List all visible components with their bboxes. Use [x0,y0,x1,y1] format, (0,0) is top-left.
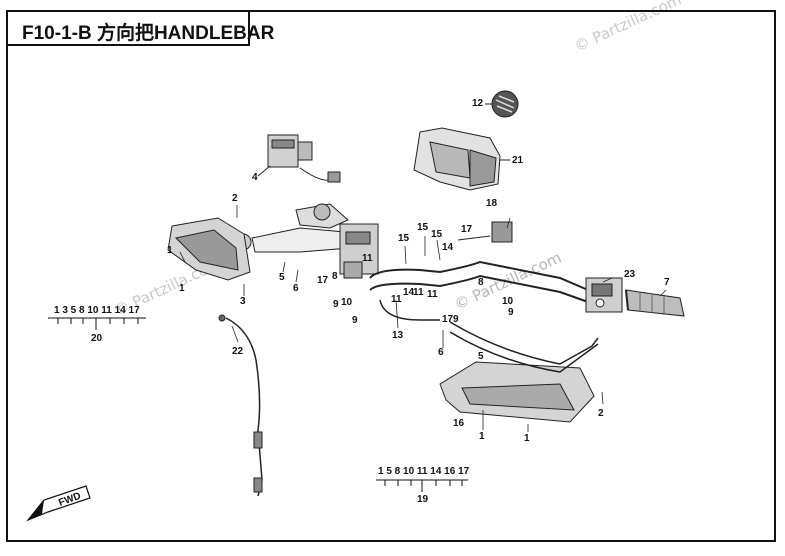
callout-2: 2 [598,408,604,419]
kit-19-number: 19 [417,494,429,505]
callout-9: 9 [508,307,514,318]
callout-8: 8 [332,271,338,282]
callout-6: 6 [438,347,444,358]
hand-guard-left-3 [167,217,251,281]
callout-23: 23 [624,269,636,280]
callout-2: 2 [232,193,238,204]
callout-16: 16 [453,418,465,429]
kit-19-bracket [376,479,468,492]
callout-15: 15 [398,233,410,244]
switch-housing-23 [585,277,623,313]
callout-14: 14 [403,287,415,298]
throttle-cable-22 [218,314,263,497]
callout-7: 7 [664,277,670,288]
cap-12 [485,90,519,118]
callout-10: 10 [341,297,353,308]
callout-1: 1 [524,433,530,444]
callout-17: 17 [442,314,454,325]
brake-lever-left [234,203,351,253]
callout-4: 4 [252,172,258,183]
callout-10: 10 [502,296,514,307]
callout-6: 6 [293,283,299,294]
switch-assembly-left [339,223,379,279]
fwd-arrow: FWD [26,485,91,522]
page-title: F10-1-B 方向把HANDLEBAR [22,23,275,44]
callout-11: 11 [391,294,402,305]
callout-17: 17 [461,224,473,235]
fwd-label: FWD [57,491,82,509]
callout-8: 8 [478,277,484,288]
callout-5: 5 [478,351,484,362]
diagram-frame [6,10,776,542]
callout-11: 11 [413,287,424,298]
kit-20-bracket [48,317,146,330]
kit-20-number: 20 [91,333,103,344]
callout-9: 9 [352,315,358,326]
title-box: F10-1-B 方向把HANDLEBAR [6,10,274,46]
callout-14: 14 [442,242,454,253]
callout-1: 1 [167,245,173,256]
callout-21: 21 [512,155,524,166]
callout-11: 11 [362,253,373,264]
callout-13: 13 [392,330,404,341]
leader-lines [179,205,667,432]
master-cylinder-4 [257,134,341,183]
hand-guard-right-16 [439,321,599,423]
callout-15: 15 [431,229,443,240]
callout-17: 17 [317,275,329,286]
callout-11: 11 [427,289,438,300]
callout-18: 18 [486,198,498,209]
grip-7 [625,289,685,317]
callout-15: 15 [417,222,429,233]
callout-3: 3 [240,296,246,307]
callout-1: 1 [479,431,485,442]
callout-5: 5 [279,272,285,283]
handlebar-13 [369,260,589,321]
callout-9: 9 [453,314,459,325]
kit-20-members: 1 3 5 8 10 11 14 17 [54,305,140,316]
callout-12: 12 [472,98,484,109]
callout-22: 22 [232,346,244,357]
handlebar-cover-21 [413,127,510,191]
callout-1: 1 [179,283,185,294]
callout-9: 9 [333,299,339,310]
kit-19-members: 1 5 8 10 11 14 16 17 [378,466,470,477]
